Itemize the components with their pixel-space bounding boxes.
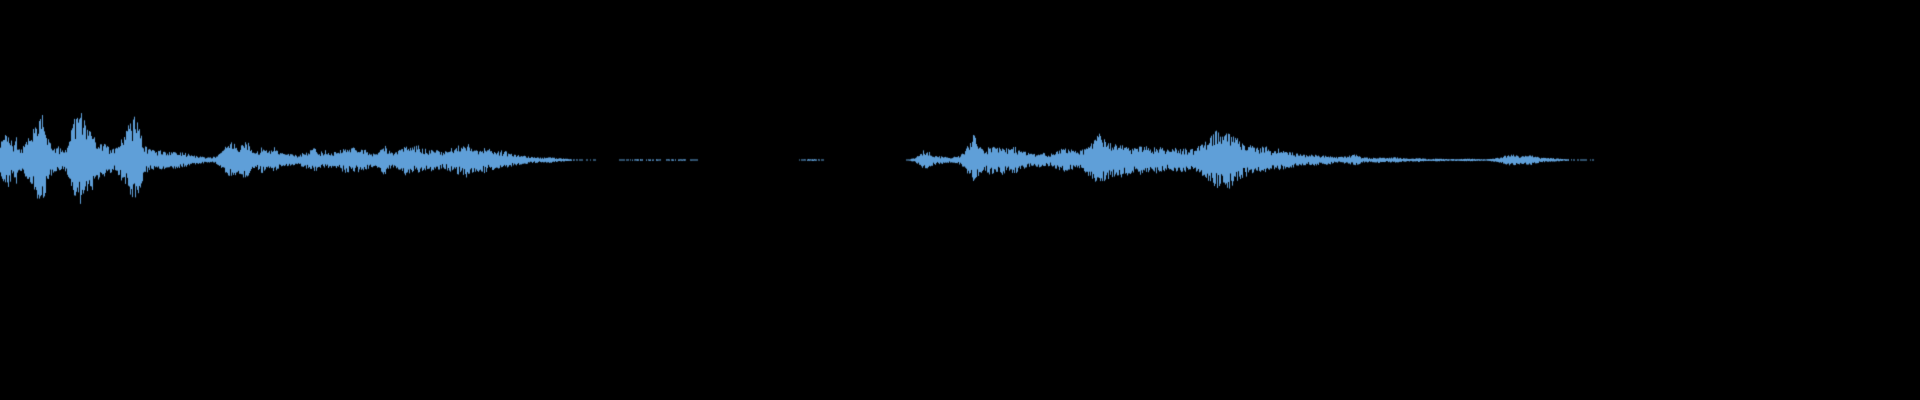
audio-waveform[interactable] xyxy=(0,0,1920,400)
waveform-panel xyxy=(0,0,1920,400)
